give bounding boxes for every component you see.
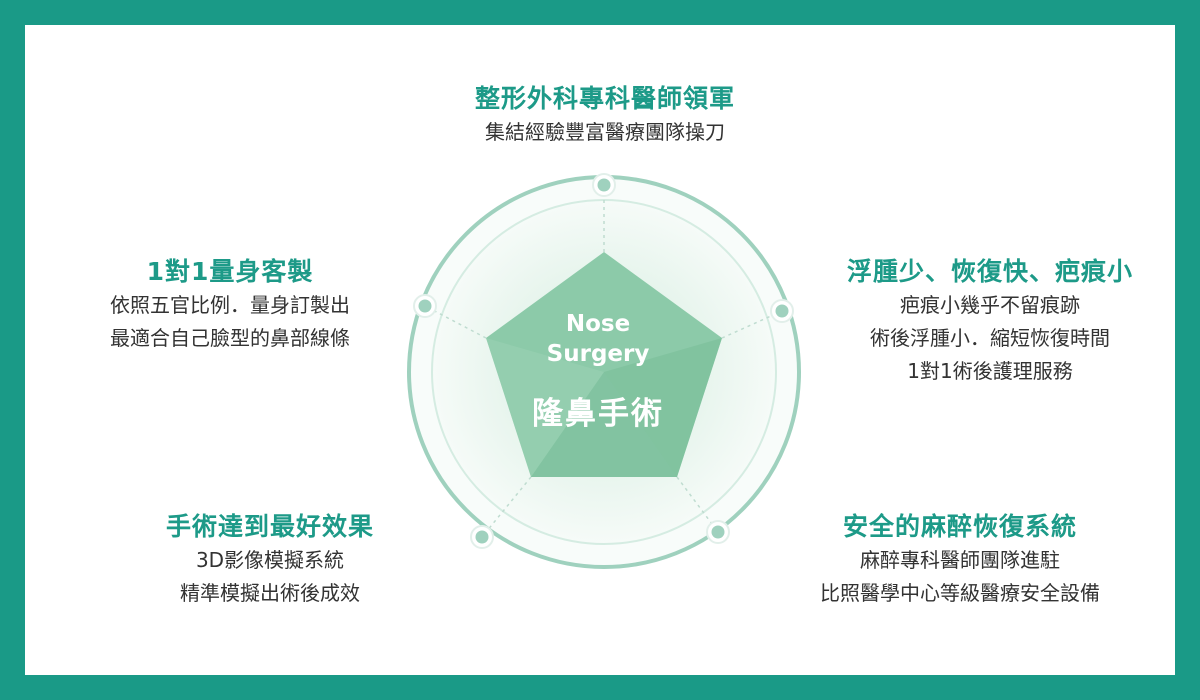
feature-line: 最適合自己臉型的鼻部線條: [110, 326, 350, 350]
feature-line: 1對1術後護理服務: [907, 359, 1073, 383]
center-english-line2: Surgery: [546, 341, 650, 367]
feature-right: 浮腫少、恢復快、疤痕小 疤痕小幾乎不留痕跡 術後浮腫小．縮短恢復時間 1對1術後…: [810, 255, 1170, 388]
feature-line: 比照醫學中心等級醫療安全設備: [820, 581, 1100, 605]
feature-top: 整形外科專科醫師領軍 集結經驗豐富醫療團隊操刀: [350, 82, 860, 149]
center-pentagon: [486, 252, 722, 477]
feature-line: 3D影像模擬系統: [195, 548, 345, 572]
pentagon-shade-right: [604, 338, 722, 477]
connector-bottom-left: [481, 476, 532, 538]
feature-bottom-right: 安全的麻醉恢復系統 麻醉專科醫師團隊進駐 比照醫學中心等級醫療安全設備: [760, 510, 1160, 610]
feature-title: 整形外科專科醫師領軍: [474, 84, 735, 113]
feature-line: 疤痕小幾乎不留痕跡: [900, 293, 1080, 317]
feature-line: 麻醉專科醫師團隊進駐: [860, 548, 1060, 572]
feature-title: 手術達到最好效果: [165, 512, 374, 541]
feature-title: 1對1量身客製: [146, 257, 314, 286]
feature-line: 依照五官比例．量身訂製出: [110, 293, 350, 317]
center-english-line1: Nose: [565, 311, 631, 337]
feature-line: 精準模擬出術後成效: [180, 581, 360, 605]
feature-title: 安全的麻醉恢復系統: [842, 512, 1077, 541]
pentagon-shade-bottom: [531, 372, 677, 477]
center-chinese-title: 隆鼻手術: [532, 396, 664, 432]
feature-line: 術後浮腫小．縮短恢復時間: [870, 326, 1110, 350]
pentagon-shade-left: [486, 338, 604, 477]
ring-dots: [413, 173, 794, 549]
feature-bottom-left: 手術達到最好效果 3D影像模擬系統 精準模擬出術後成效: [100, 510, 440, 610]
feature-left: 1對1量身客製 依照五官比例．量身訂製出 最適合自己臉型的鼻部線條: [60, 255, 400, 355]
feature-line: 集結經驗豐富醫療團隊操刀: [485, 120, 725, 144]
feature-title: 浮腫少、恢復快、疤痕小: [846, 257, 1133, 286]
